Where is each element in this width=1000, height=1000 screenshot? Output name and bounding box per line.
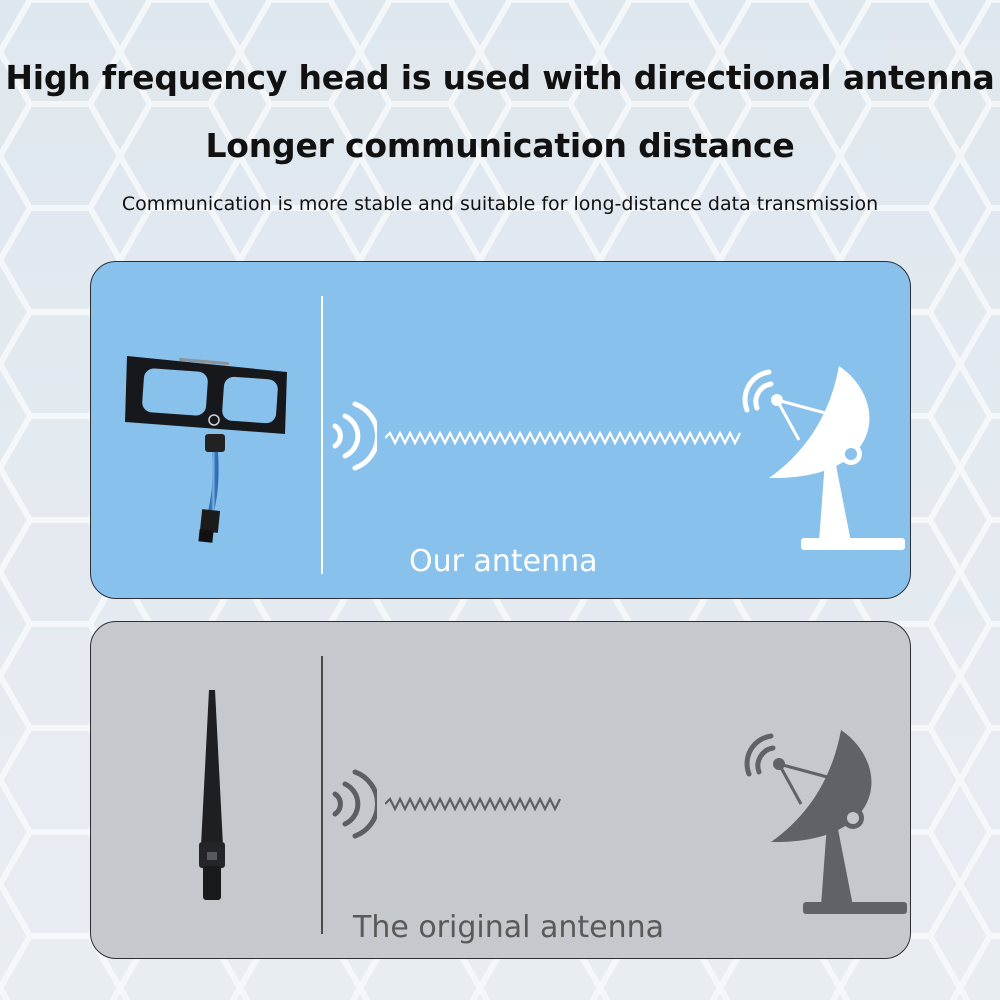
page-description: Communication is more stable and suitabl…	[121, 193, 879, 215]
page-subtitle: Longer communication distance	[205, 126, 795, 165]
signal-zigzag-long	[385, 430, 741, 446]
panel-divider	[321, 656, 323, 934]
directional-antenna-icon	[125, 356, 287, 543]
satellite-dish-icon	[742, 366, 905, 550]
signal-zigzag-short	[385, 796, 561, 812]
signal-waves-icon	[332, 769, 377, 839]
panel-caption-ours: Our antenna	[409, 544, 598, 579]
signal-waves-icon	[332, 401, 377, 471]
page-title: High frequency head is used with directi…	[5, 58, 995, 97]
panel-caption-original: The original antenna	[353, 910, 665, 945]
panel-divider	[321, 296, 323, 574]
satellite-dish-icon	[744, 730, 907, 914]
panel-original-antenna: The original antenna	[90, 621, 911, 959]
whip-antenna-icon	[199, 690, 225, 900]
panel-our-antenna: Our antenna	[90, 261, 911, 599]
